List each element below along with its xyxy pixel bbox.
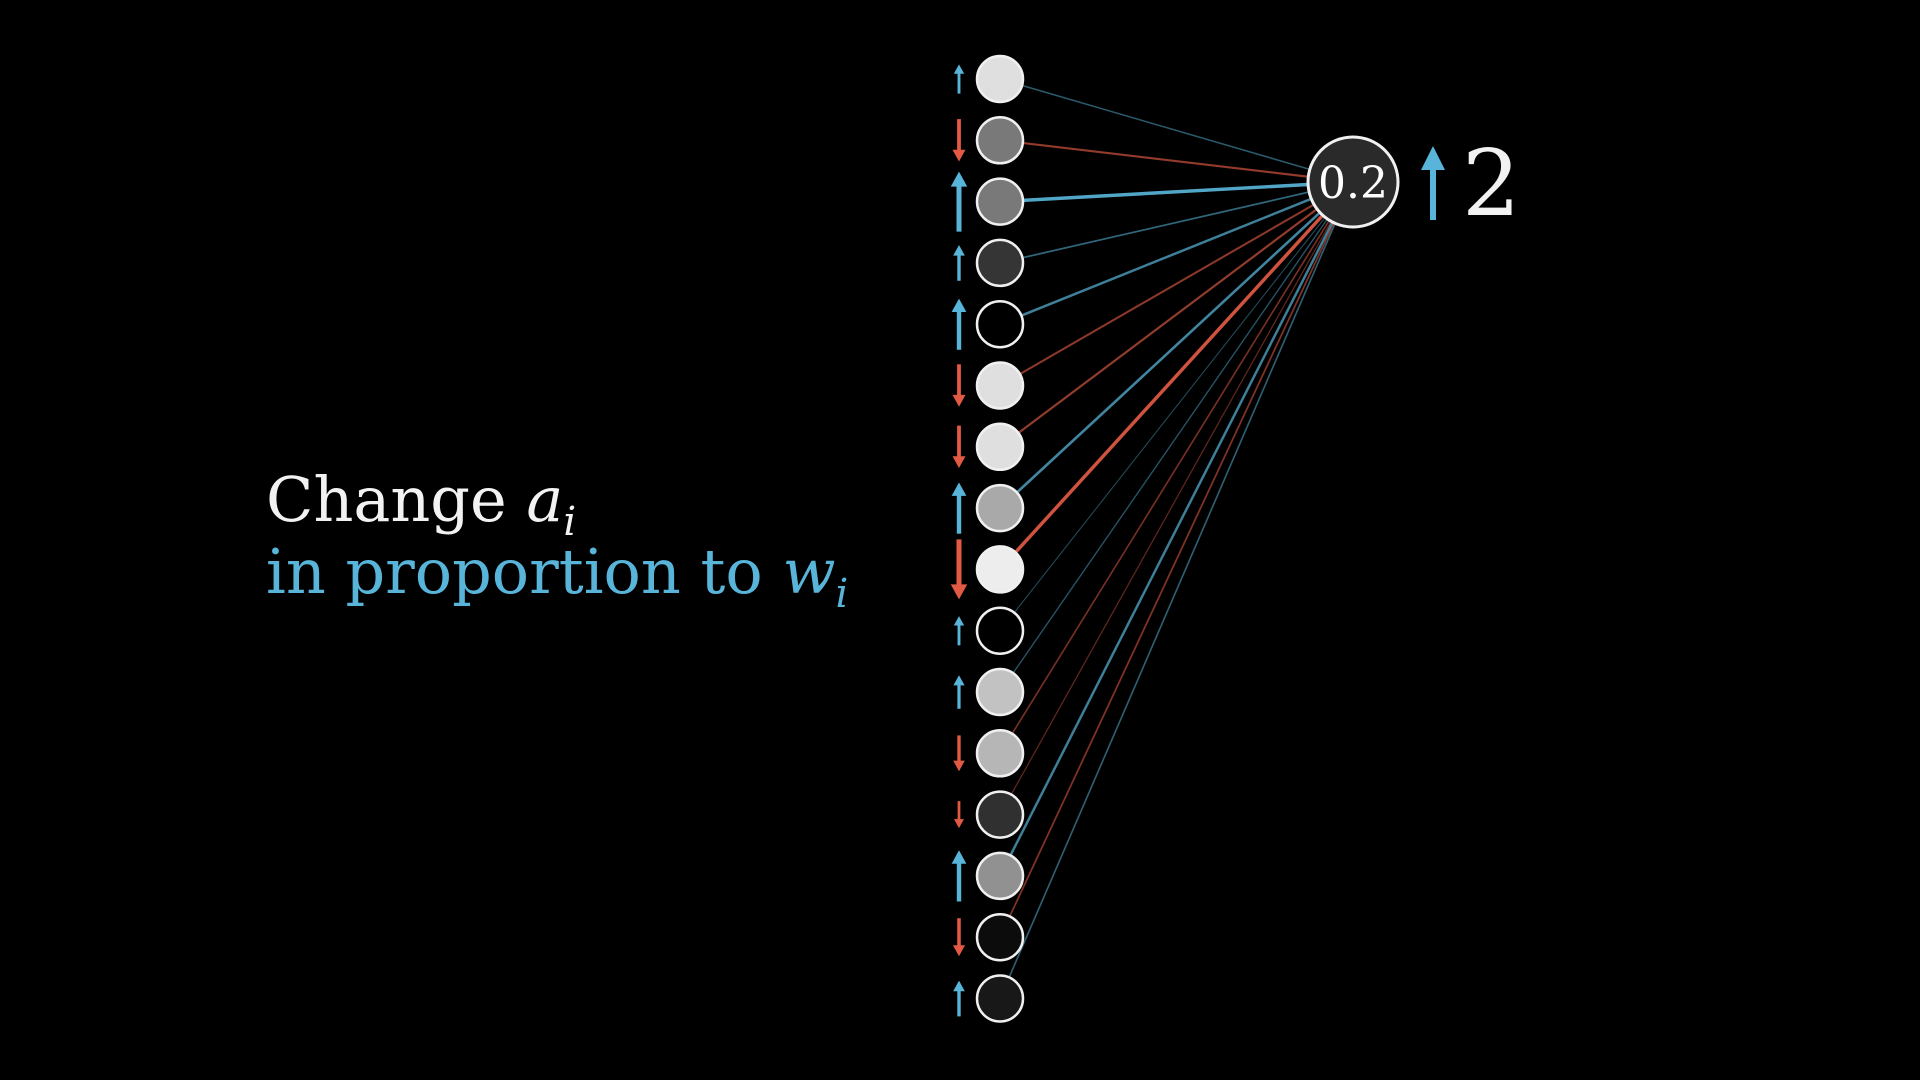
up-arrow-icon-14 [951,850,967,902]
up-arrow-icon-4 [953,245,965,281]
input-neuron-9 [975,545,1025,594]
input-neuron-15 [975,912,1025,962]
up-arrow-icon-5 [951,298,967,350]
output-activation-label: 0.2 [1318,158,1388,209]
caption-line1-variable: a [526,463,564,536]
down-arrow-icon-15 [952,918,966,957]
weight-edge-2 [999,139,1309,178]
caption-line1-text: Change [266,463,527,536]
weight-edge-12 [999,219,1331,754]
weight-edge-5 [999,197,1312,326]
input-neuron-6 [975,361,1025,410]
weight-edge-15 [999,222,1335,938]
up-arrow-icon [1421,146,1445,220]
up-arrow-icon-10 [953,616,965,646]
weight-edge-8 [999,211,1321,510]
up-arrow-icon-11 [953,675,965,709]
up-arrow-icon-3 [950,171,968,232]
input-neuron-2 [975,116,1025,165]
weight-edge-16 [999,222,1336,999]
caption-line2-text: in proportion to [266,535,783,608]
weight-edge-7 [999,208,1318,448]
weight-edge-4 [999,191,1310,264]
input-neuron-1 [975,54,1025,104]
weight-edge-10 [999,217,1326,632]
input-neuron-10 [975,606,1025,655]
up-arrow-icon-16 [953,980,965,1017]
up-arrow-icon-1 [953,64,965,94]
change-magnitude-label: 2 [1462,130,1521,237]
input-neuron-13 [975,790,1025,839]
input-neuron-16 [975,974,1025,1023]
caption-proportion-to-weight: in proportion to wi [266,536,848,630]
weight-edge-3 [999,182,1309,204]
weight-edge-1 [999,78,1311,171]
down-arrow-icon-7 [952,425,966,468]
caption-change-activation: Change ai [266,464,576,558]
output-neuron [1306,135,1400,229]
caption-line2-subscript: i [835,571,849,617]
down-arrow-icon-6 [952,364,966,407]
down-arrow-icon-9 [950,539,968,600]
weight-edge-14 [998,221,1334,877]
weight-edge-11 [999,218,1328,693]
output-neuron-group: 0.2 2 [1306,130,1521,237]
up-arrow-icon-8 [951,482,967,534]
weight-edge-6 [999,203,1315,387]
input-neuron-7 [975,422,1025,472]
weight-edge-9 [998,214,1324,571]
down-arrow-icon-12 [953,735,965,772]
input-neuron-14 [975,851,1025,901]
caption-line2-variable: w [782,535,836,608]
weight-connections [998,78,1336,999]
input-neuron-11 [975,667,1025,717]
input-layer [950,54,1025,1023]
input-neuron-12 [975,729,1025,778]
input-neuron-4 [975,238,1025,288]
down-arrow-icon-2 [952,119,966,162]
weight-edge-13 [999,220,1332,815]
input-neuron-5 [975,299,1025,349]
down-arrow-icon-13 [954,801,964,829]
input-neuron-8 [975,483,1025,533]
caption-line1-subscript: i [563,499,577,545]
input-neuron-3 [975,177,1025,226]
